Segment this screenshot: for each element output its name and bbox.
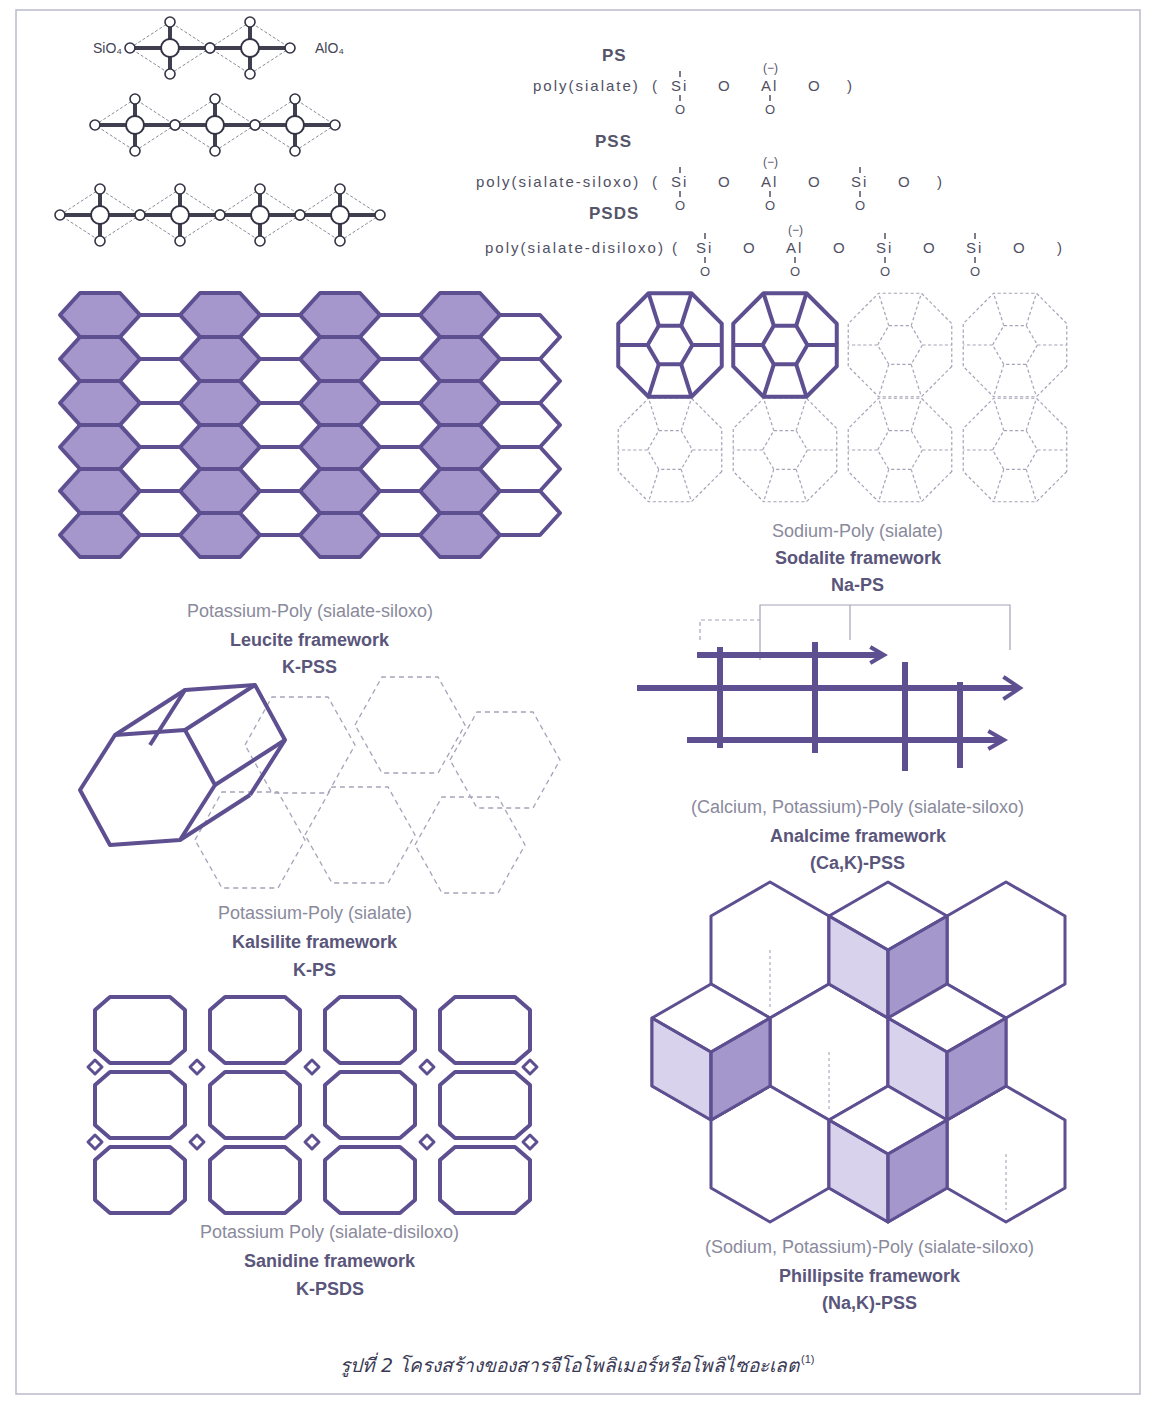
- formula-atom: Si: [696, 239, 713, 257]
- formula-atom: O: [765, 102, 775, 118]
- polymer-label: (Calcium, Potassium)-Poly (sialate-silox…: [691, 797, 1024, 819]
- sodalite-framework: [618, 293, 1067, 502]
- formula-atom: O: [808, 77, 822, 95]
- formula-atom: O: [855, 198, 865, 214]
- polymer-name: poly(sialate): [533, 77, 640, 95]
- tetrahedra-chains: [55, 17, 385, 246]
- figure-caption: รูปที่ 2 โครงสร้างของสารจีโอโพลิเมอร์หรื…: [340, 1354, 799, 1377]
- reference-mark: (1): [801, 1353, 814, 1366]
- polymer-label: Potassium Poly (sialate-disiloxo): [200, 1222, 459, 1244]
- polymer-name: poly(sialate-siloxo): [476, 173, 640, 191]
- framework-name: Analcime framework: [770, 826, 946, 848]
- bracket: ): [1057, 239, 1064, 257]
- formula-bonds: [680, 71, 975, 263]
- formula-atom: O: [808, 173, 822, 191]
- framework-name: Sanidine framework: [244, 1251, 415, 1273]
- formula-atom: Si: [671, 173, 688, 191]
- polymer-name: poly(sialate-disiloxo): [485, 239, 665, 257]
- polymer-label: Sodium-Poly (sialate): [772, 521, 943, 543]
- formula-atom: Si: [851, 173, 868, 191]
- framework-name: Leucite framework: [230, 630, 389, 652]
- formula-atom: O: [718, 77, 732, 95]
- framework-code: (Ca,K)-PSS: [810, 853, 905, 875]
- formula-atom: O: [700, 264, 710, 280]
- framework-code: Na-PS: [831, 575, 884, 597]
- framework-code: (Na,K)-PSS: [822, 1293, 917, 1315]
- formula-atom: O: [833, 239, 847, 257]
- bracket: (: [652, 173, 659, 191]
- unit-formula: AlO₄: [315, 40, 344, 57]
- bracket: (: [652, 77, 659, 95]
- sanidine-framework: [88, 997, 537, 1213]
- formula-atom: O: [743, 239, 757, 257]
- formula-atom: O: [970, 264, 980, 280]
- formula-atom: Si: [876, 239, 893, 257]
- formula-atom: Si: [966, 239, 983, 257]
- framework-name: Phillipsite framework: [779, 1266, 960, 1288]
- polymer-label: (Sodium, Potassium)-Poly (sialate-siloxo…: [705, 1237, 1034, 1259]
- bracket: ): [937, 173, 944, 191]
- figure-frame: [16, 10, 1140, 1394]
- framework-code: K-PSS: [282, 657, 337, 679]
- formula-atom: O: [790, 264, 800, 280]
- unit-formula: SiO₄: [93, 40, 122, 57]
- polymer-label: Potassium-Poly (sialate): [218, 903, 412, 925]
- formula-atom: O: [880, 264, 890, 280]
- framework-name: Kalsilite framework: [232, 932, 397, 954]
- framework-code: K-PSDS: [296, 1279, 364, 1301]
- formula-atom: O: [718, 173, 732, 191]
- formula-atom: Al: [761, 77, 778, 95]
- formula-atom: O: [1013, 239, 1027, 257]
- leucite-framework: [60, 293, 560, 557]
- phillipsite-framework: [652, 882, 1065, 1222]
- bracket: (: [672, 239, 679, 257]
- formula-atom: O: [675, 102, 685, 118]
- charge-sign: (−): [788, 223, 803, 237]
- polymer-abbreviation: PSS: [595, 132, 632, 152]
- formula-atom: O: [923, 239, 937, 257]
- bracket: ): [847, 77, 854, 95]
- formula-atom: O: [898, 173, 912, 191]
- formula-atom: O: [765, 198, 775, 214]
- formula-atom: Si: [671, 77, 688, 95]
- framework-name: Sodalite framework: [775, 548, 941, 570]
- formula-atom: Al: [761, 173, 778, 191]
- framework-code: K-PS: [293, 960, 336, 982]
- charge-sign: (−): [763, 155, 778, 169]
- analcime-framework: [640, 605, 1020, 768]
- kalsilite-framework: [80, 677, 560, 893]
- polymer-abbreviation: PS: [602, 46, 627, 66]
- polymer-abbreviation: PSDS: [589, 204, 639, 224]
- formula-atom: O: [675, 198, 685, 214]
- polymer-label: Potassium-Poly (sialate-siloxo): [187, 601, 433, 623]
- formula-atom: Al: [786, 239, 803, 257]
- charge-sign: (−): [763, 61, 778, 75]
